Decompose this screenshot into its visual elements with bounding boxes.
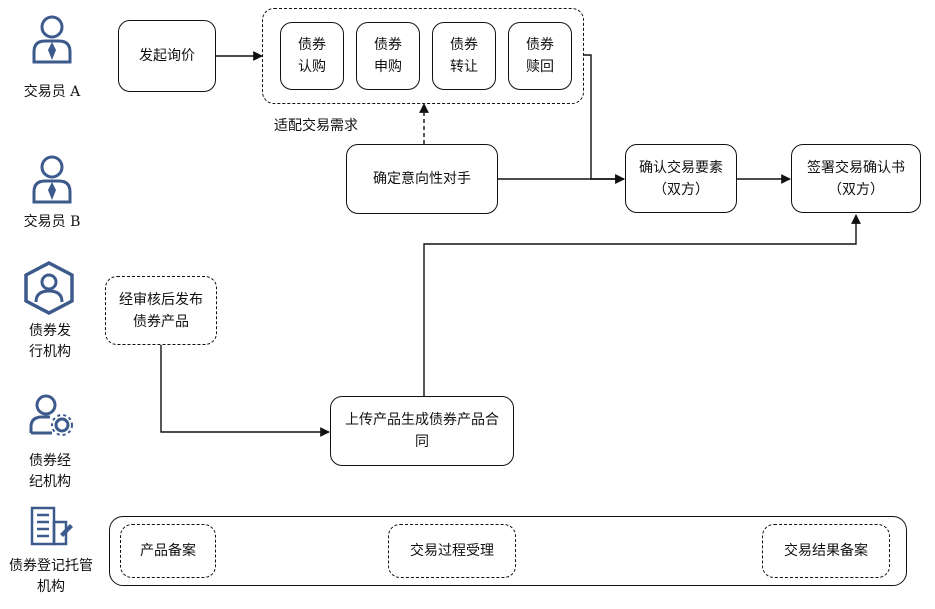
node-sign-confirmation: 签署交易确认书（双方） <box>791 144 921 213</box>
building-pen-icon <box>30 506 73 546</box>
node-upload-contract: 上传产品生成债券产品合同 <box>330 396 514 466</box>
role-trader-b: 交易员 B <box>23 214 81 230</box>
node-transfer: 债券转让 <box>432 22 496 90</box>
node-publish-product: 经审核后发布债券产品 <box>105 276 217 345</box>
person-hexagon-icon <box>24 261 74 315</box>
role-issuer: 债券发行机构 <box>29 323 71 360</box>
node-redeem: 债券赎回 <box>508 22 572 90</box>
node-apply: 债券申购 <box>356 22 420 90</box>
node-initiate-inquiry: 发起询价 <box>118 20 216 92</box>
node-process-acceptance: 交易过程受理 <box>388 524 516 578</box>
person-tie-icon <box>32 155 72 204</box>
role-broker: 债券经纪机构 <box>29 453 71 490</box>
node-result-filing: 交易结果备案 <box>762 524 890 578</box>
label-match-demand: 适配交易需求 <box>274 118 358 134</box>
arrow-options-to-confirm <box>584 54 625 184</box>
person-gear-icon <box>29 394 73 436</box>
node-product-filing: 产品备案 <box>120 524 216 578</box>
role-trader-a: 交易员 A <box>23 84 81 100</box>
role-custodian: 债券登记托管机构 <box>9 558 93 595</box>
node-confirm-counterparty: 确定意向性对手 <box>346 144 498 214</box>
arrow-contract-to-sign <box>423 214 861 396</box>
node-subscribe: 债券认购 <box>280 22 344 90</box>
node-confirm-elements: 确认交易要素（双方） <box>625 144 737 213</box>
arrow-publish-to-contract <box>160 345 330 437</box>
person-tie-icon <box>32 15 72 64</box>
